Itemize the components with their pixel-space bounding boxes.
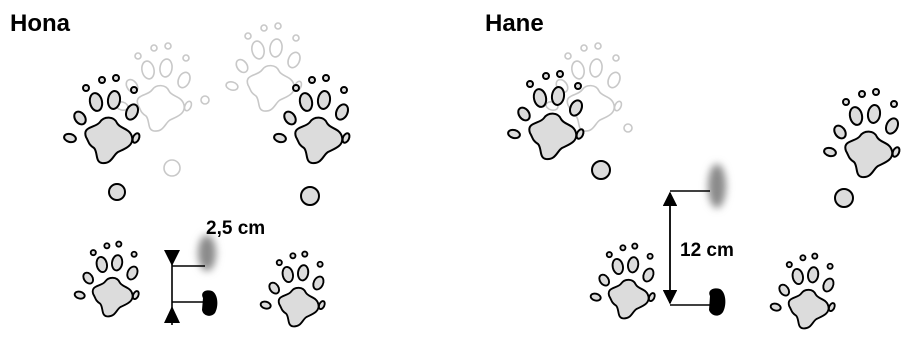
paw-print	[506, 70, 586, 161]
faded-pad	[200, 95, 210, 105]
panel-title-male: Hane	[485, 10, 544, 37]
faded-paw-print	[224, 22, 304, 112]
measurement-label-female: 2,5 cm	[206, 218, 265, 239]
urine-mark	[198, 235, 216, 271]
paw-print	[822, 88, 902, 179]
urine-mark	[708, 164, 726, 208]
scat-mark	[202, 290, 218, 316]
paw-print	[62, 74, 142, 165]
single-pad	[108, 183, 126, 201]
panel-title-female: Hona	[10, 10, 70, 37]
paw-print	[272, 74, 352, 165]
single-pad	[834, 188, 854, 208]
paw-print	[258, 250, 327, 328]
scat-mark	[709, 288, 726, 316]
single-pad	[591, 160, 611, 180]
faded-pad	[163, 159, 181, 177]
paw-print	[588, 242, 657, 320]
paw-print	[768, 252, 837, 330]
female-track-group: 2,5 cm	[62, 22, 352, 328]
paw-print	[72, 240, 141, 318]
measurement-label-male: 12 cm	[680, 240, 734, 261]
single-pad	[300, 186, 320, 206]
faded-pad	[623, 123, 633, 133]
male-track-group: 12 cm	[506, 42, 902, 330]
arrowhead	[164, 306, 180, 323]
arrowhead	[164, 250, 180, 266]
